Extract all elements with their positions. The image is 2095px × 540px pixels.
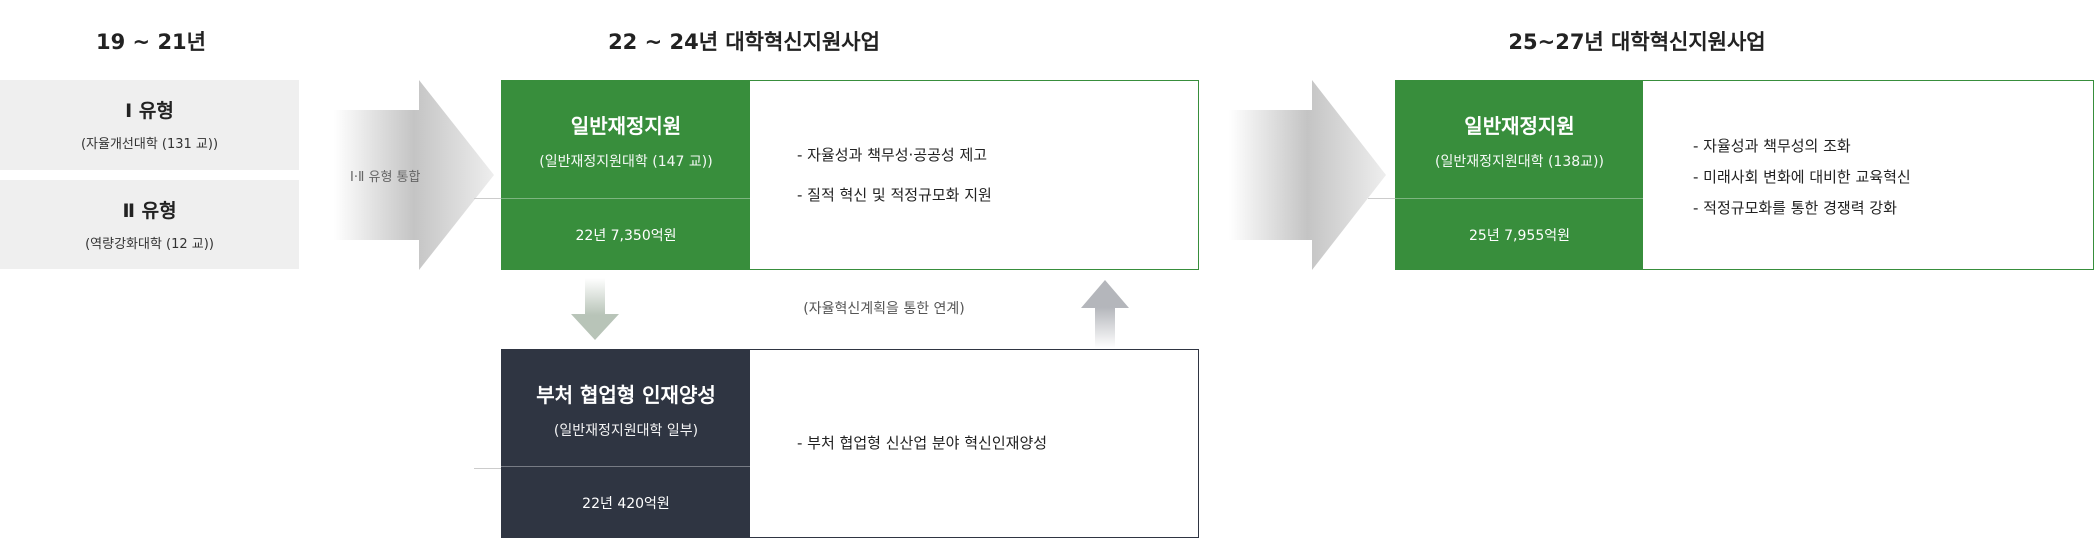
down-arrow-icon [571, 278, 619, 340]
period-title-22-24: 22 ~ 24년 대학혁신지원사업 [608, 30, 880, 54]
type2-sub: (역량강화대학 (12 교)) [85, 237, 214, 252]
general-2527-details: - 자율성과 책무성의 조화 - 미래사회 변화에 대비한 교육혁신 - 적정규… [1643, 80, 2094, 270]
general-2224-title: 일반재정지원 [570, 114, 682, 138]
bullet: - 적정규모화를 통한 경쟁력 강화 [1693, 199, 1897, 217]
general-support-2224: 일반재정지원 (일반재정지원대학 (147 교)) 22년 7,350억원 [501, 80, 751, 270]
collab-talent-box: 부처 협업형 인재양성 (일반재정지원대학 일부) 22년 420억원 [501, 349, 751, 538]
type1-sub: (자율개선대학 (131 교)) [80, 137, 219, 152]
bullet: - 자율성과 책무성·공공성 제고 [797, 146, 988, 164]
general-2224-details: - 자율성과 책무성·공공성 제고 - 질적 혁신 및 적정규모화 지원 [750, 80, 1199, 270]
type2-box: Ⅱ 유형 (역량강화대학 (12 교)) [0, 180, 299, 269]
period-title-19-21: 19 ~ 21년 [96, 30, 206, 54]
general-2224-sub: (일반재정지원대학 (147 교)) [539, 154, 713, 170]
general-2224-budget: 22년 7,350억원 [501, 198, 751, 270]
general-2527-budget: 25년 7,955억원 [1395, 198, 1644, 270]
collab-sub: (일반재정지원대학 일부) [553, 423, 699, 439]
bullet: - 부처 협업형 신산업 분야 혁신인재양성 [797, 434, 1048, 452]
transition-arrow-icon [1229, 80, 1386, 270]
general-2527-title: 일반재정지원 [1464, 114, 1575, 138]
bullet: - 미래사회 변화에 대비한 교육혁신 [1693, 168, 1911, 186]
bullet: - 자율성과 책무성의 조화 [1693, 137, 1851, 155]
general-2527-sub: (일반재정지원대학 (138교)) [1435, 154, 1604, 170]
merge-arrow-icon [334, 80, 494, 270]
type2-title: Ⅱ 유형 [122, 200, 177, 222]
up-arrow-icon [1081, 280, 1129, 348]
collab-title: 부처 협업형 인재양성 [536, 383, 716, 407]
type1-title: Ⅰ 유형 [125, 100, 174, 122]
merge-label: Ⅰ·Ⅱ 유형 통합 [350, 170, 421, 185]
collab-details: - 부처 협업형 신산업 분야 혁신인재양성 [750, 349, 1199, 538]
general-support-2527: 일반재정지원 (일반재정지원대학 (138교)) 25년 7,955억원 [1395, 80, 1644, 270]
link-label: (자율혁신계획을 통한 연계) [803, 301, 965, 317]
collab-budget: 22년 420억원 [501, 466, 751, 538]
bullet: - 질적 혁신 및 적정규모화 지원 [797, 186, 992, 204]
type1-box: Ⅰ 유형 (자율개선대학 (131 교)) [0, 80, 299, 170]
period-title-25-27: 25~27년 대학혁신지원사업 [1508, 30, 1766, 54]
